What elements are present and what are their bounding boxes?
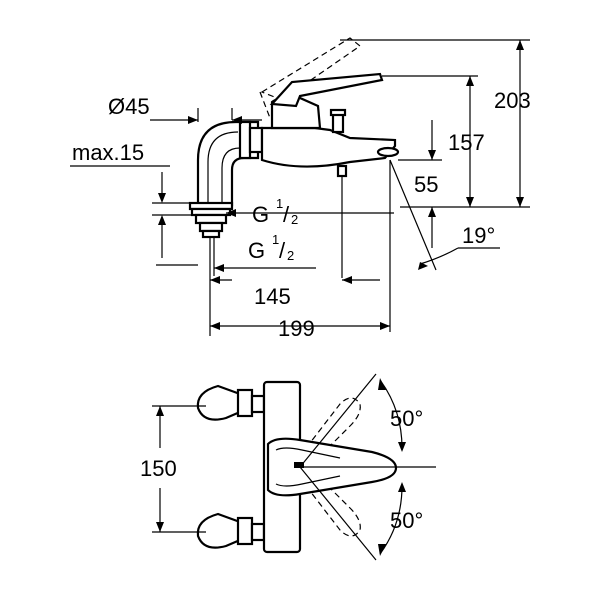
- thread-upper-slash: /: [283, 202, 290, 227]
- top-connector-lower: [196, 512, 266, 549]
- top-view: 50° 50° 150: [140, 373, 436, 561]
- thread-lower-num: 1: [272, 232, 279, 247]
- dim-outlet-label: 55: [414, 172, 438, 197]
- dim-height-group: 203: [340, 39, 531, 208]
- top-connector-upper: [196, 384, 266, 421]
- lever-logo-mark: [294, 462, 304, 468]
- dim-angle-down-label: 50°: [390, 508, 423, 533]
- dim-outlet-group: 55: [398, 120, 442, 248]
- dim-diameter-label: Ø45: [108, 94, 150, 119]
- dim-width-label: 199: [278, 316, 315, 341]
- elbow-connector: [196, 120, 264, 207]
- angle-arc-up: 50°: [299, 373, 423, 468]
- dim-height-label: 203: [494, 88, 531, 113]
- thread-lower-den: 2: [287, 248, 294, 263]
- dim-spout-height-group: 157: [382, 75, 485, 207]
- dim-diameter-group: Ø45: [108, 94, 262, 124]
- dim-max-group: max.15: [70, 140, 198, 266]
- thread-lower-g: G: [248, 238, 265, 263]
- lever-position-down: [299, 471, 361, 537]
- thread-upper: G 1 / 2: [226, 196, 394, 227]
- dim-angle-group: 19°: [389, 159, 500, 271]
- faucet-body: [260, 72, 400, 178]
- dim-centers-label: 150: [140, 456, 177, 481]
- thread-lower-slash: /: [279, 238, 286, 263]
- thread-upper-den: 2: [291, 212, 298, 227]
- angle-arc-down: 50°: [299, 466, 423, 561]
- dim-reach-label: 145: [254, 284, 291, 309]
- thread-upper-num: 1: [276, 196, 283, 211]
- mounting-nuts: [188, 201, 234, 276]
- dim-centers-group: 150: [140, 405, 206, 533]
- dim-angle-up-label: 50°: [390, 406, 423, 431]
- thread-lower: G 1 / 2: [214, 232, 316, 272]
- thread-upper-g: G: [252, 202, 269, 227]
- lever-position-up: [299, 397, 361, 463]
- dim-max-label: max.15: [72, 140, 144, 165]
- dim-spout-height-label: 157: [448, 130, 485, 155]
- side-view: Ø45 max.15 G 1 / 2 G 1 /: [70, 37, 531, 341]
- dim-width-group: 145 199: [209, 272, 390, 341]
- dim-angle-label: 19°: [462, 223, 495, 248]
